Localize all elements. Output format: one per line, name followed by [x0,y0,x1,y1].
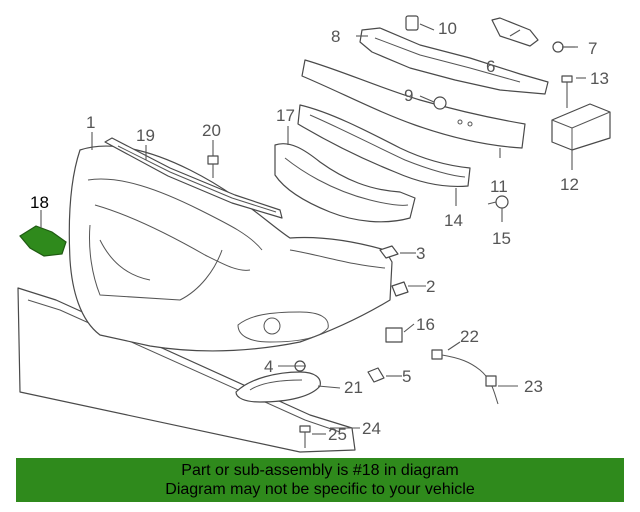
banner-line-part: Part or sub-assembly is #18 in diagram [181,462,459,479]
part-2-bracket [391,281,409,297]
callout-19[interactable]: 19 [136,126,155,145]
leader-lines [40,23,586,435]
part-20-screw [207,155,219,178]
part-info-banner: Part or sub-assembly is #18 in diagram D… [16,458,624,502]
part-25-screw [299,425,311,448]
part-15-push-pin [487,195,509,209]
part-17-bracket [274,143,416,223]
callout-4[interactable]: 4 [264,357,273,376]
part-5-clip [367,367,385,383]
part-19-grille-retainer [104,137,283,219]
callout-11[interactable]: 11 [490,177,508,196]
part-23-harness [441,354,499,405]
part-6-side-bracket [491,17,539,47]
callout-6[interactable]: 6 [486,57,495,76]
part-12-module [551,103,611,151]
callout-3[interactable]: 3 [416,244,425,263]
callout-22[interactable]: 22 [460,327,479,346]
part-3-clip [379,245,399,259]
banner-line-disclaimer: Diagram may not be specific to your vehi… [165,481,475,498]
callout-24[interactable]: 24 [362,419,381,438]
callout-15[interactable]: 15 [492,229,511,248]
callout-21[interactable]: 21 [344,378,363,397]
part-16-pad [385,327,403,343]
part-1-bumper-fascia [68,145,393,352]
callout-5[interactable]: 5 [402,367,411,386]
callout-13[interactable]: 13 [590,69,609,88]
callout-1[interactable]: 1 [86,113,95,132]
part-22-connector [431,349,443,360]
callout-16[interactable]: 16 [416,315,435,334]
callout-10[interactable]: 10 [438,19,457,38]
part-11-impact-bar [301,59,526,149]
callout-25[interactable]: 25 [328,425,347,444]
callout-14[interactable]: 14 [444,211,463,230]
part-18-highlighted-bracket[interactable] [19,225,67,257]
callout-9[interactable]: 9 [404,86,413,105]
part-14-impact-bar-lower [297,104,471,188]
part-8-tie-bar-bracket [359,27,549,95]
part-21-fog-lamp-bezel [235,371,321,403]
part-10-clip [405,15,419,31]
exploded-parts-diagram: 1 2 3 4 5 6 7 8 9 10 11 12 13 14 15 16 1… [17,15,611,453]
callout-numbers: 1 2 3 4 5 6 7 8 9 10 11 12 13 14 15 16 1… [30,19,609,444]
part-9-clip [433,96,447,110]
part-13-bolt [561,75,573,108]
callout-8[interactable]: 8 [331,27,340,46]
callout-17[interactable]: 17 [276,106,295,125]
callout-23[interactable]: 23 [524,377,543,396]
callout-7[interactable]: 7 [588,39,597,58]
callout-20[interactable]: 20 [202,121,221,140]
callout-12[interactable]: 12 [560,175,579,194]
callout-2[interactable]: 2 [426,277,435,296]
callout-18[interactable]: 18 [30,193,49,212]
